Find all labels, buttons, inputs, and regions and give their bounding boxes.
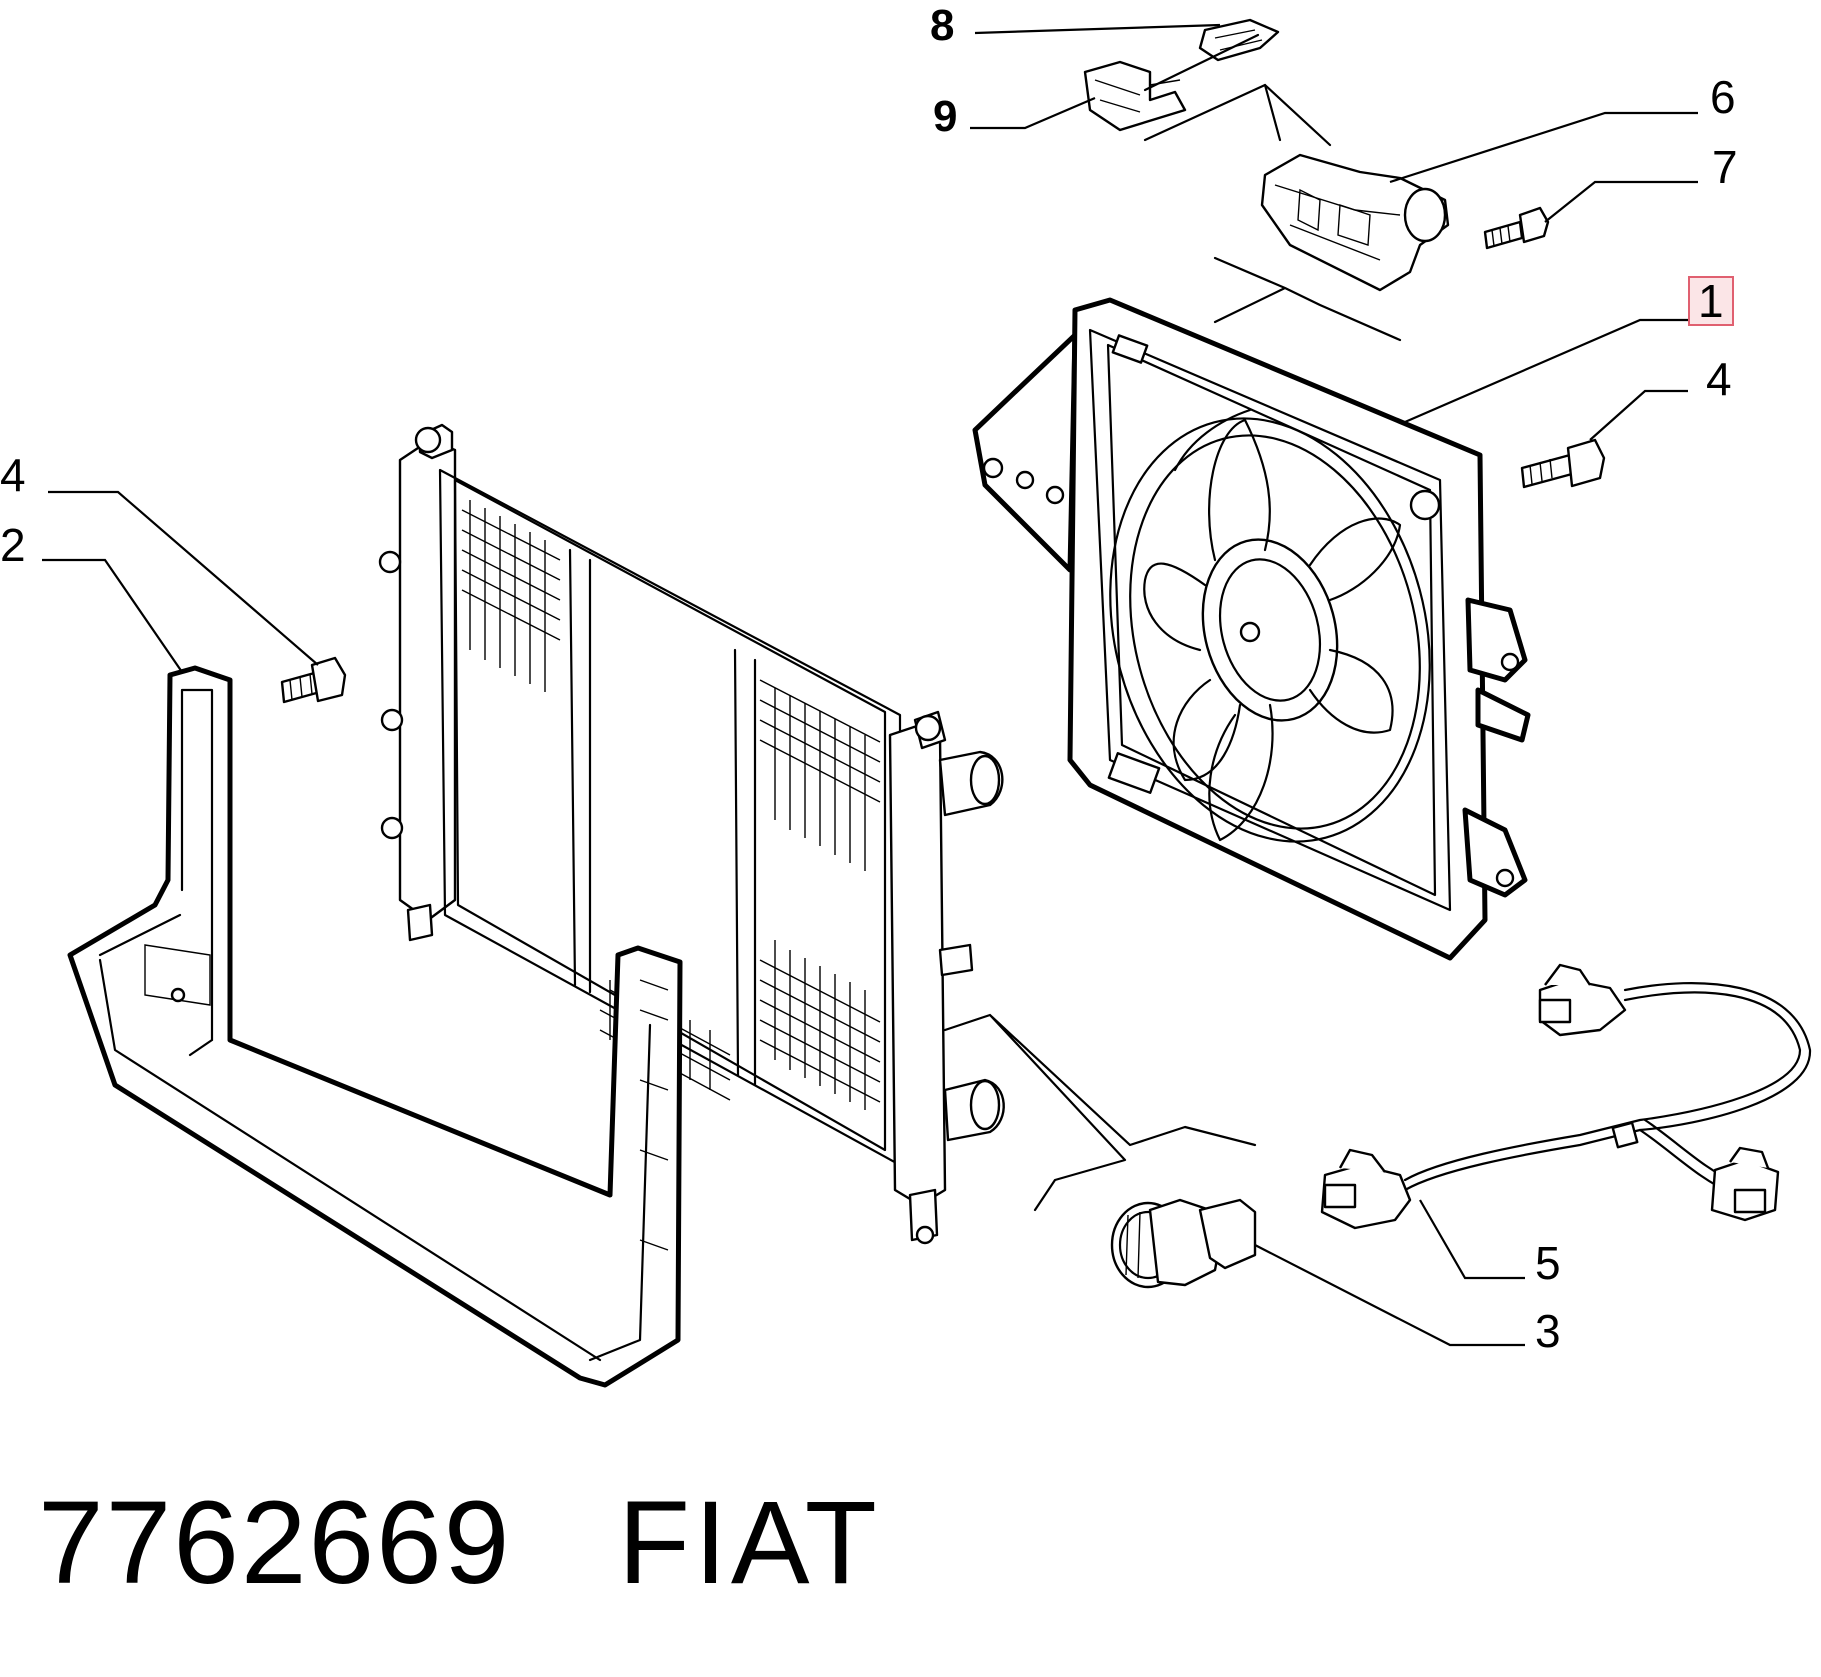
callout-5: 5 <box>1535 1237 1561 1289</box>
assembly-line-bottom <box>943 1013 1257 1212</box>
callout-2: 2 <box>0 519 26 571</box>
radiator <box>378 423 1005 1245</box>
screw-part-4-left <box>280 656 347 704</box>
assembly-line-top <box>1143 83 1332 147</box>
fan-shroud-assembly-part-1 <box>972 297 1531 961</box>
crossmember-part-2 <box>67 665 683 1388</box>
brand-caption: FIAT <box>618 1477 881 1609</box>
wiring-harness-part-5 <box>1320 963 1812 1230</box>
callout-6: 6 <box>1710 71 1736 123</box>
terminal-clip-part-8 <box>1198 18 1280 62</box>
screw-part-4-right <box>1520 438 1606 489</box>
group-bracket-line-top <box>1143 33 1260 92</box>
callout-4-left: 4 <box>0 449 26 501</box>
callout-7: 7 <box>1712 141 1738 193</box>
assembly-line-top-b <box>1263 83 1282 142</box>
screw-part-7 <box>1483 206 1550 250</box>
part-number-caption: 7762669 <box>38 1477 512 1609</box>
connector-bracket-part-9 <box>1083 60 1187 132</box>
leader-lines <box>42 23 1698 1347</box>
assembly-line-mid <box>1213 256 1402 342</box>
callout-1-highlighted: 1 <box>1688 276 1734 326</box>
callout-9: 9 <box>933 92 958 141</box>
callout-4-right: 4 <box>1706 353 1732 405</box>
callout-8: 8 <box>930 1 955 50</box>
fan-resistor-part-6 <box>1260 153 1450 292</box>
callout-3: 3 <box>1535 1305 1561 1357</box>
thermo-switch-part-3 <box>1110 1198 1257 1289</box>
